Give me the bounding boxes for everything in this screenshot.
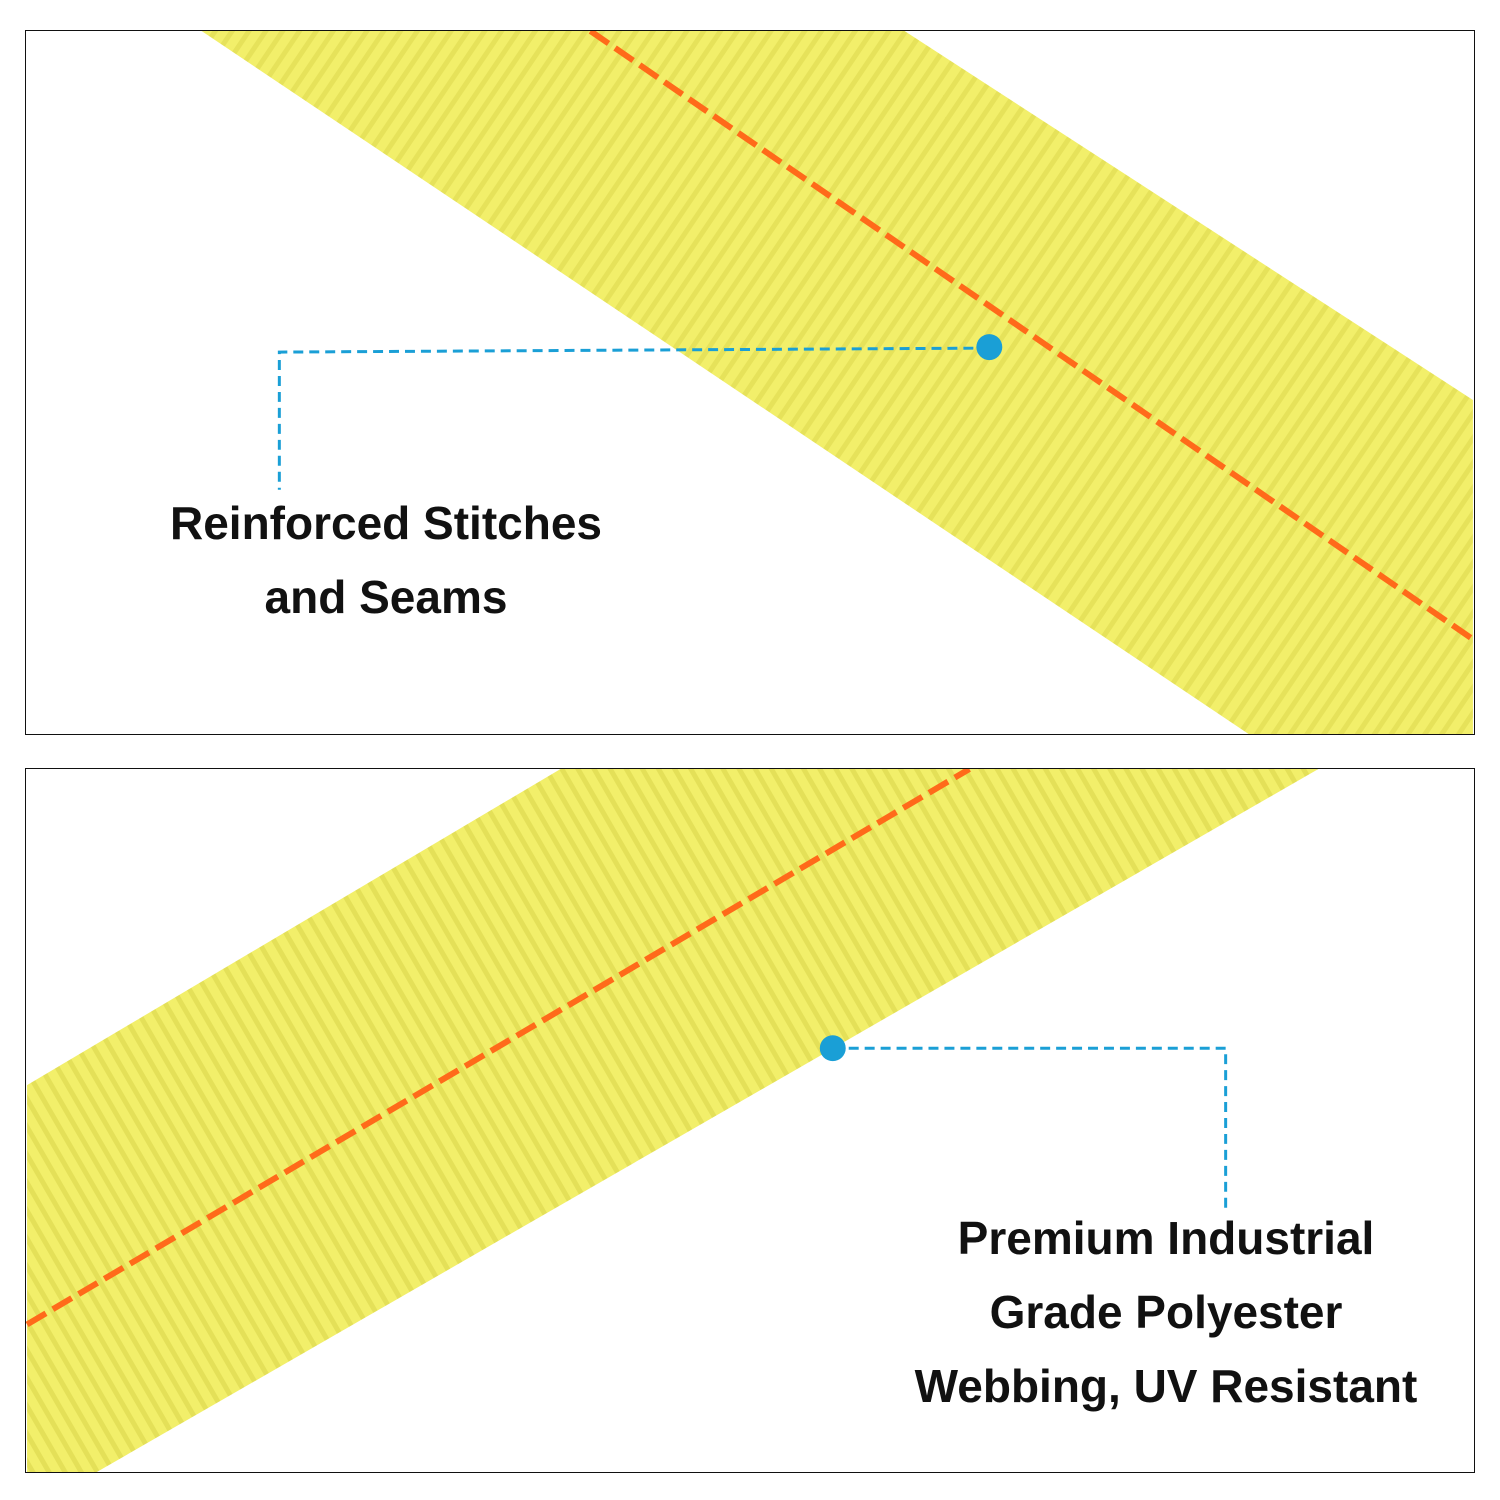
strap: [201, 31, 1473, 734]
label-line: Reinforced Stitches: [170, 497, 602, 549]
callout-dot: [819, 1035, 846, 1062]
label-line: Grade Polyester: [989, 1286, 1343, 1338]
strap: [27, 769, 1319, 1472]
label-line: and Seams: [264, 571, 508, 623]
strap-closeup-image: [201, 31, 1474, 734]
callout-line: [832, 1046, 1228, 1208]
label-line: Premium Industrial: [957, 1212, 1375, 1264]
callout-line: [277, 346, 990, 490]
webbing-label: Premium Industrial Grade Polyester Webbi…: [886, 1201, 1446, 1423]
orange-stripe: [26, 769, 971, 1327]
callout-dot: [976, 334, 1003, 361]
webbing-panel: Premium Industrial Grade Polyester Webbi…: [25, 768, 1475, 1473]
stitches-label: Reinforced Stitches and Seams: [126, 486, 646, 634]
strap-closeup-image: [26, 769, 1319, 1472]
label-line: Webbing, UV Resistant: [914, 1360, 1418, 1412]
stitches-panel: Reinforced Stitches and Seams: [25, 30, 1475, 735]
